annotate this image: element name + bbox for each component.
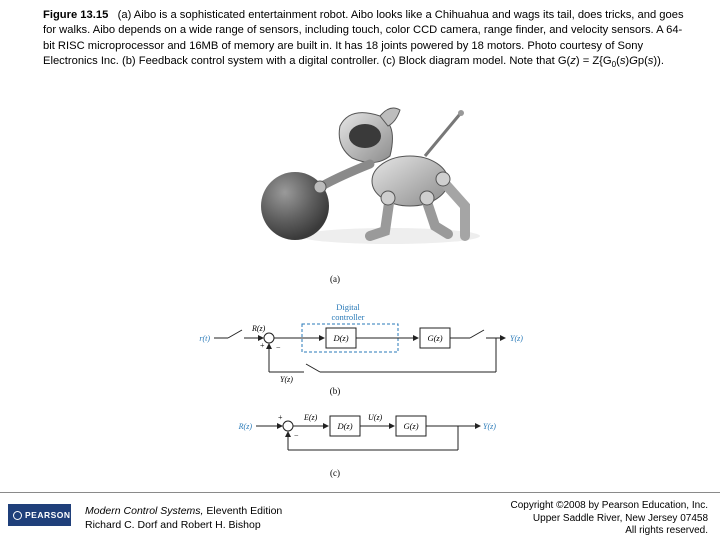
panel-label-c: (c) bbox=[330, 468, 340, 478]
panel-label-b: (b) bbox=[330, 386, 341, 396]
svg-text:−: − bbox=[276, 343, 281, 352]
svg-text:D(z): D(z) bbox=[336, 421, 352, 431]
figure-caption: Figure 13.15 (a) Aibo is a sophisticated… bbox=[43, 8, 693, 73]
controller-label-1: Digital bbox=[336, 302, 360, 312]
feedback-label-b: Y(z) bbox=[280, 375, 293, 384]
error-label: E(z) bbox=[303, 413, 318, 422]
svg-text:+: + bbox=[278, 413, 283, 422]
svg-text:G(z): G(z) bbox=[403, 421, 418, 431]
caption-formula: G(z) = Z{G0(s)Gp(s)). bbox=[557, 55, 664, 70]
input-label: r(t) bbox=[199, 334, 210, 343]
pearson-logo: PEARSON bbox=[8, 504, 71, 526]
book-info: Modern Control Systems, Eleventh Edition… bbox=[85, 504, 282, 532]
diagram-c: R(z) + − E(z) D(z) U(z) G(z) Y(z) (c) bbox=[238, 413, 497, 478]
footer-divider bbox=[0, 492, 720, 493]
ball bbox=[261, 172, 329, 240]
copyright: Copyright ©2008 by Pearson Education, In… bbox=[510, 500, 709, 536]
book-title: Modern Control Systems, bbox=[85, 505, 204, 517]
aibo-photo bbox=[240, 86, 490, 264]
caption-text: (a) Aibo is a sophisticated entertainmen… bbox=[43, 9, 684, 68]
svg-text:G(z): G(z) bbox=[427, 333, 442, 343]
diagram-b: Digital controller r(t) R(z) + − D(z) G(… bbox=[199, 302, 523, 396]
controller-label-2: controller bbox=[331, 312, 364, 322]
sum-junction-b bbox=[263, 332, 275, 344]
panel-label-a: (a) bbox=[330, 274, 340, 284]
slide-footer: PEARSON Modern Control Systems, Eleventh… bbox=[0, 492, 720, 540]
pearson-logo-icon bbox=[13, 510, 22, 520]
sum-junction-c bbox=[282, 420, 294, 432]
sampled-input-label: R(z) bbox=[251, 324, 266, 333]
control-label: U(z) bbox=[368, 413, 383, 422]
figure-label: Figure 13.15 bbox=[43, 9, 109, 21]
svg-text:D(z): D(z) bbox=[332, 333, 348, 343]
svg-text:+: + bbox=[260, 341, 265, 350]
control-diagrams: (a) Digital controller r(t) R(z) + − D(z… bbox=[199, 274, 523, 478]
svg-text:−: − bbox=[294, 431, 299, 440]
book-edition: Eleventh Edition bbox=[206, 505, 283, 517]
output-label-b: Y(z) bbox=[510, 334, 523, 343]
output-label-c: Y(z) bbox=[483, 422, 496, 431]
book-authors: Richard C. Dorf and Robert H. Bishop bbox=[85, 519, 261, 531]
input-label-c: R(z) bbox=[238, 422, 253, 431]
